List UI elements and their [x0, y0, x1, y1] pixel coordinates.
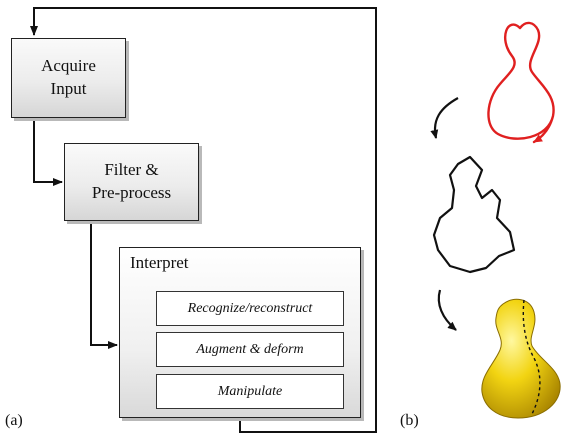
- augment-deform-label: Augment & deform: [196, 341, 304, 357]
- caption-b: (b): [400, 412, 419, 429]
- caption-a: (a): [5, 412, 23, 429]
- red-sketch-stroke: [487, 21, 555, 142]
- filter-to-interpret-arrow: [90, 221, 118, 349]
- acquire-to-filter-arrow: [33, 119, 63, 186]
- yellow-3d-shape: [481, 298, 561, 419]
- augment-deform-box: Augment & deform: [156, 332, 344, 367]
- polygon-outline-shape: [432, 155, 516, 274]
- recognize-reconstruct-box: Recognize/reconstruct: [156, 291, 344, 326]
- recognize-reconstruct-label: Recognize/reconstruct: [187, 300, 313, 316]
- acquire-input-label: Acquire Input: [41, 56, 96, 98]
- feedback-loop-arrow: [30, 7, 377, 433]
- interpret-title: Interpret: [130, 253, 189, 272]
- manipulate-box: Manipulate: [156, 374, 344, 409]
- curved-arrow-2: [437, 289, 457, 331]
- filter-preprocess-label: Filter & Pre-process: [91, 160, 172, 202]
- acquire-input-box: Acquire Input: [11, 38, 126, 118]
- curved-arrow-1: [430, 97, 459, 139]
- filter-preprocess-box: Filter & Pre-process: [64, 143, 199, 221]
- manipulate-label: Manipulate: [217, 383, 283, 399]
